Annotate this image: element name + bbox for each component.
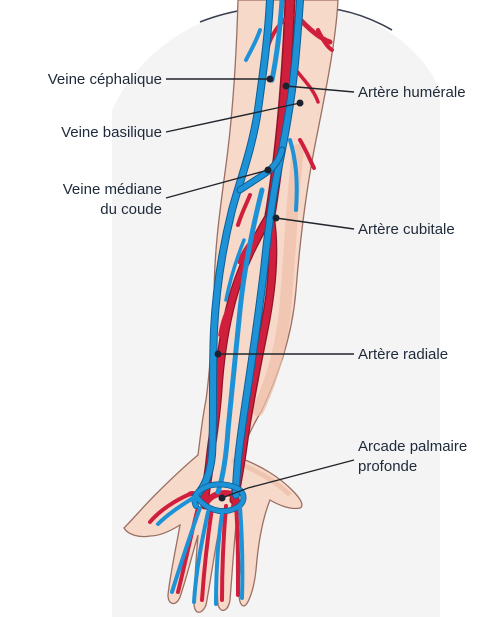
label-median-cubital-vein-line1: Veine médiane: [63, 181, 162, 198]
label-deep-palmar-arch-line2: profonde: [358, 458, 417, 475]
label-basilic-vein: Veine basilique: [61, 124, 162, 141]
anchor-cephalic-vein: [267, 76, 274, 83]
label-brachial-artery: Artère humérale: [358, 84, 466, 101]
anchor-basilic-vein: [297, 100, 304, 107]
label-median-cubital-vein-line2: du coude: [100, 201, 162, 218]
anchor-radial-artery: [215, 351, 222, 358]
anchor-deep-palmar-arch: [219, 495, 226, 502]
anchor-ulnar-artery: [273, 215, 280, 222]
anchor-median-cubital-vein: [265, 167, 272, 174]
anchor-brachial-artery: [283, 83, 290, 90]
label-radial-artery: Artère radiale: [358, 346, 448, 363]
label-ulnar-artery: Artère cubitale: [358, 221, 455, 238]
label-deep-palmar-arch-line1: Arcade palmaire: [358, 438, 467, 455]
label-cephalic-vein: Veine céphalique: [48, 71, 162, 88]
